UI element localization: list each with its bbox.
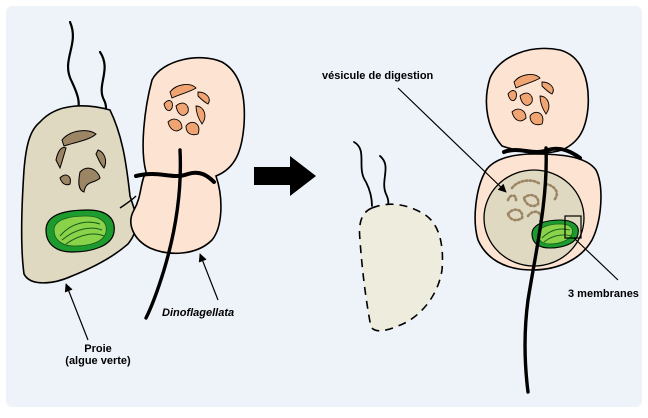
prey-chloroplast xyxy=(46,210,114,252)
prey-label-line2: (algue verte) xyxy=(48,355,148,367)
digestion-vesicle-label: vésicule de digestion xyxy=(322,70,433,82)
dinoflagellate-upper-cell xyxy=(486,48,588,153)
dinoflagellata-label: Dinoflagellata xyxy=(162,307,234,319)
three-membranes-label: 3 membranes xyxy=(568,288,639,300)
prey-label-line1: Proie xyxy=(48,343,148,355)
prey-label: Proie (algue verte) xyxy=(48,343,148,367)
digestion-vesicle xyxy=(484,170,584,266)
